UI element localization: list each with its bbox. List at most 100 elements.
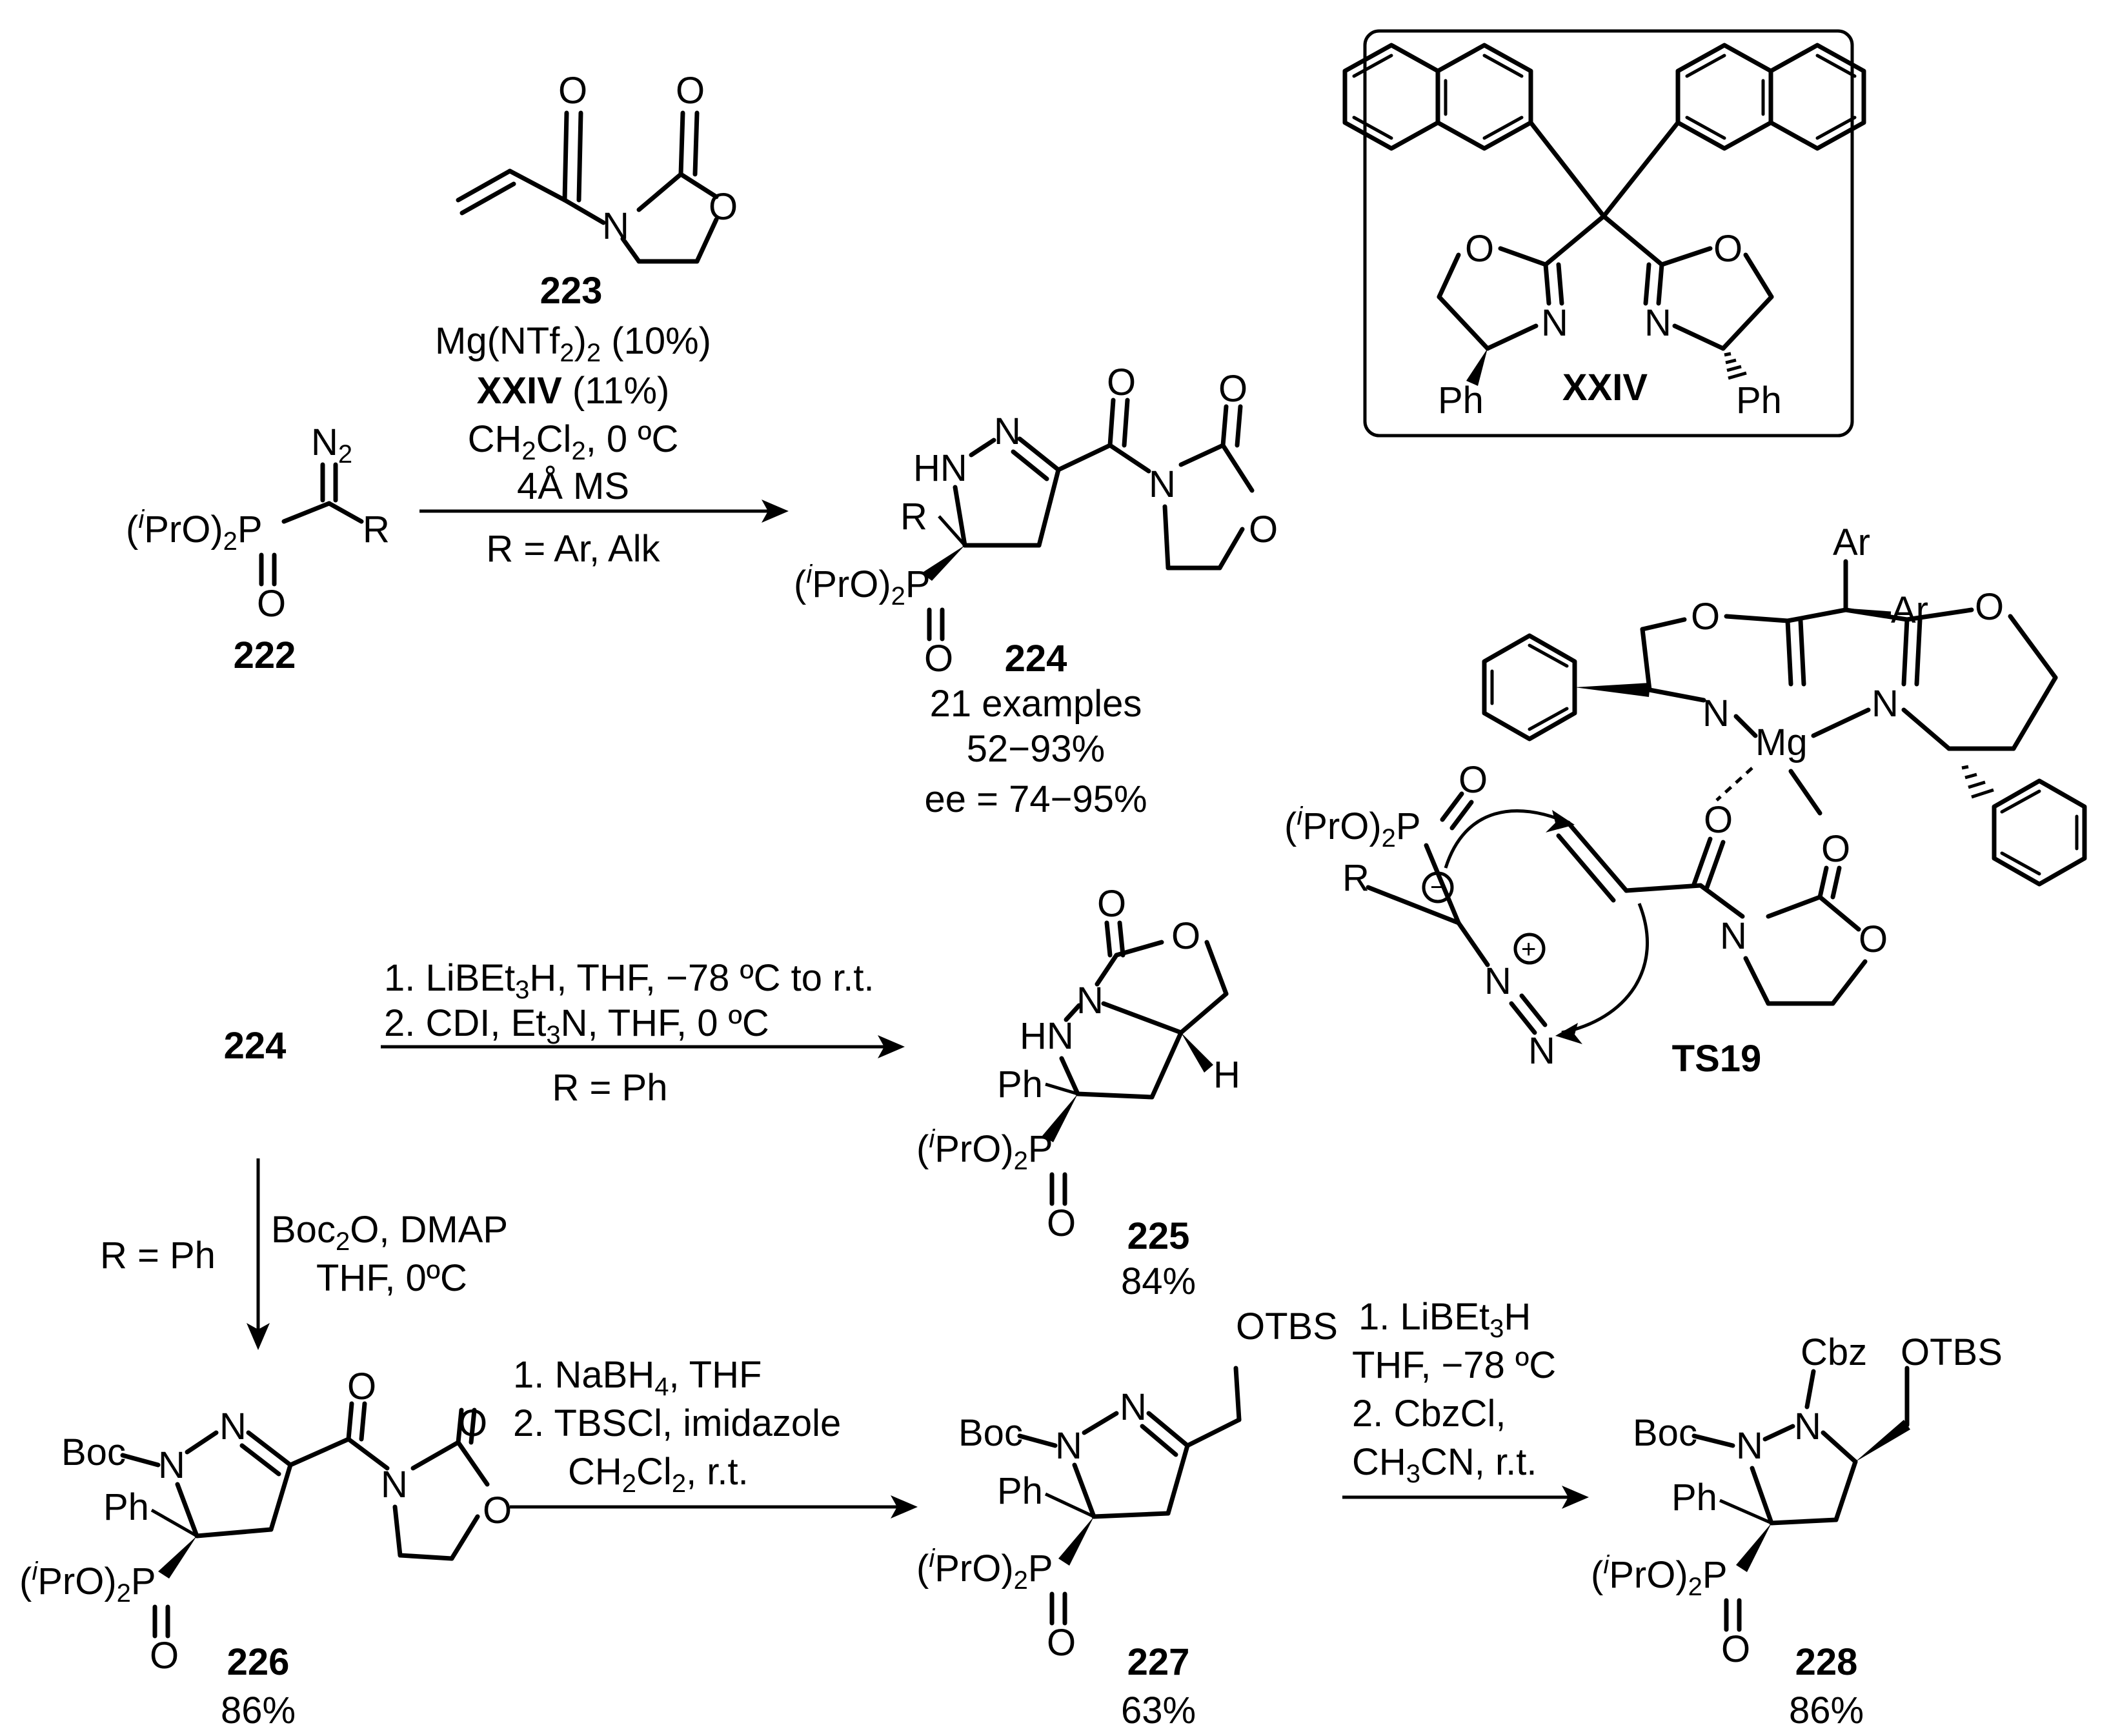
atom-boc: Boc [61,1431,126,1473]
atom-o: O [1218,368,1247,410]
step2-line2: 2. CDI, Et3N, THF, 0 ºC [384,1002,769,1049]
phosphonate-group: (iPrO)2P [126,505,263,556]
atom-o: O [483,1489,512,1531]
arrowhead [762,500,789,523]
result-224-ee: ee = 74−95% [924,778,1147,820]
arrowhead [247,1323,270,1350]
atom-o: O [1047,1202,1076,1244]
compound-label-xxiv: XXIV [1562,367,1648,409]
atom-ph: Ph [103,1486,149,1528]
atom-n: N [602,205,629,247]
step1-sieves: 4Å MS [517,465,629,507]
atom-r: R [363,509,390,550]
atom-n: N [1794,1406,1821,1448]
atom-n: N [1055,1425,1082,1467]
atom-o: O [257,583,286,625]
arrowhead [878,1035,905,1058]
step3-line2: THF, 0ºC [316,1257,467,1299]
ts19-structure: O N Ar Ar O N Mg O O [1284,521,2087,1072]
step4-line3: CH2Cl2, r.t. [568,1451,749,1498]
arrowhead [891,1495,918,1519]
step1-scope: R = Ar, Alk [486,528,660,570]
atom-ph: Ph [1438,379,1484,421]
atom-o: O [1047,1622,1076,1664]
atom-n: N [1541,302,1568,344]
step1-ligand: XXIV (11%) [477,370,670,412]
atom-otbs: OTBS [1236,1306,1338,1347]
atom-ar: Ar [1833,521,1870,563]
result-227-yield: 63% [1121,1690,1196,1731]
step1-solvent: CH2Cl2, 0 ºC [468,418,679,465]
atom-o: O [1107,361,1136,403]
atom-o: O [1459,759,1488,801]
atom-hn: HN [913,447,967,489]
step5-line3: 2. CbzCl, [1352,1393,1506,1435]
atom-r: R [900,496,927,538]
atom-n: N [1872,683,1899,725]
compound-label-225: 225 [1127,1215,1190,1257]
compound-label-227: 227 [1127,1641,1190,1683]
plus-charge: + [1521,935,1536,964]
compound-label-226: 226 [227,1641,290,1683]
atom-o: O [676,70,705,112]
step2-line3: R = Ph [552,1067,668,1109]
atom-o: O [150,1635,179,1677]
step3-left: R = Ph [100,1235,216,1277]
ligand-box [1363,29,1854,438]
step4-line2: 2. TBSCl, imidazole [513,1402,841,1444]
atom-o: O [347,1366,376,1408]
phosphonate-group: (iPrO)2P [1284,802,1421,853]
result-224-examples: 21 examples [930,683,1142,725]
atom-n: N [1736,1425,1763,1467]
atom-n: N [1076,980,1104,1022]
atom-n: N [1702,692,1730,734]
step1-catalyst: Mg(NTf2)2 (10%) [435,320,711,367]
arrowhead [1562,1486,1589,1509]
step3-line1: Boc2O, DMAP [271,1209,508,1256]
atom-n: N [1149,463,1176,505]
atom-o: O [709,186,738,228]
compound-label-228: 228 [1795,1641,1858,1683]
compound-label-224: 224 [1005,638,1067,680]
result-224-yield: 52−93% [967,728,1105,770]
atom-ph: Ph [1671,1477,1717,1519]
atom-hn: HN [1020,1015,1074,1057]
phosphonate-group: (iPrO)2P [916,1544,1053,1595]
atom-o: O [458,1402,487,1444]
step2-line1: 1. LiBEt3H, THF, −78 ºC to r.t. [384,957,874,1004]
atom-cbz: Cbz [1801,1331,1867,1373]
compound-label-ts19: TS19 [1672,1038,1762,1080]
phosphonate-group: (iPrO)2P [1591,1551,1728,1601]
atom-o: O [1249,509,1278,550]
compound-label-223: 223 [540,270,603,312]
atom-n: N [1120,1386,1147,1428]
atom-n: N [994,410,1021,452]
compound-228-structure: Cbz N Boc N OTBS Ph (iPrO)2P O [1591,1331,2003,1670]
atom-o: O [924,638,953,680]
atom-o: O [1691,596,1720,638]
atom-n: N [1644,302,1671,344]
atom-ar: Ar [1891,589,1928,631]
minus-charge: − [1430,873,1445,902]
result-226-yield: 86% [221,1690,296,1731]
compound-label-222: 222 [234,634,296,676]
result-228-yield: 86% [1789,1690,1864,1731]
compound-223-structure: O O N O [456,70,738,264]
phosphonate-group: (iPrO)2P [19,1557,156,1608]
compound-224-structure: N HN R O N O O (iPrO)2P O [794,361,1278,680]
atom-o: O [1465,228,1494,270]
compound-226-structure: Boc N N Ph (iPrO)2P O O N O O [19,1366,512,1677]
atom-h: H [1213,1054,1240,1096]
atom-o: O [558,70,587,112]
atom-mg: Mg [1755,722,1808,763]
atom-ph: Ph [997,1064,1043,1105]
atom-otbs: OTBS [1901,1331,2003,1373]
result-225-yield: 84% [1121,1260,1196,1302]
atom-o: O [1171,915,1200,957]
atom-n: N [158,1444,185,1486]
step5-line1: 1. LiBEt3H [1358,1296,1531,1343]
step5-line4: CH3CN, r.t. [1352,1441,1537,1488]
atom-o: O [1097,883,1126,925]
step4-line1: 1. NaBH4, THF [513,1354,762,1401]
